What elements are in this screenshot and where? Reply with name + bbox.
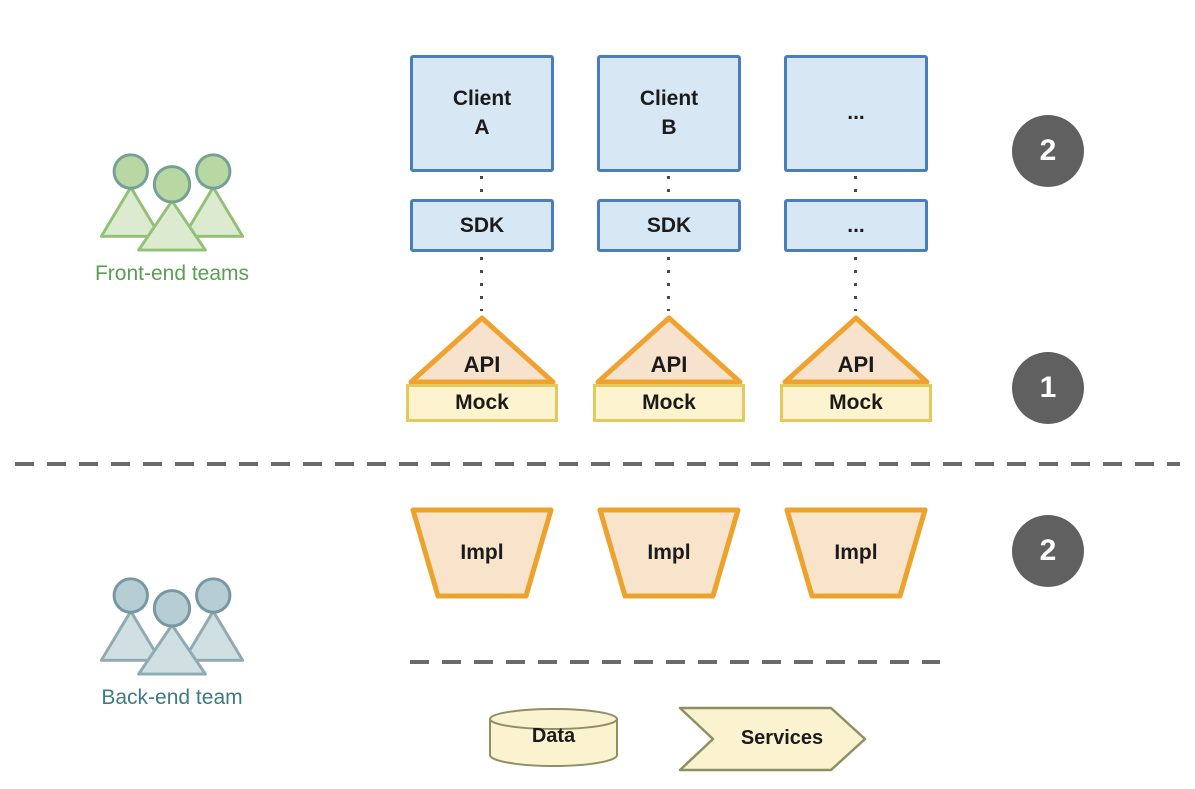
dotted-connector — [480, 176, 483, 197]
api-triangle-shape — [782, 315, 930, 385]
dotted-connector — [854, 257, 857, 311]
dotted-connector — [854, 176, 857, 197]
impl-trapezoid-shape — [597, 507, 741, 599]
api-triangle-shape — [595, 315, 743, 385]
mock-box: Mock — [593, 384, 745, 422]
client-box: Client A — [410, 55, 554, 172]
dotted-connector — [667, 176, 670, 197]
api-label: API — [650, 352, 688, 377]
api-label: API — [463, 352, 501, 377]
backend-divider-dashed-line — [410, 660, 940, 664]
mock-box: Mock — [780, 384, 932, 422]
mock-label: Mock — [642, 391, 696, 414]
mock-box: Mock — [406, 384, 558, 422]
client-box: ... — [784, 55, 928, 172]
step-number: 1 — [1039, 371, 1057, 404]
step-badge: 1 — [1012, 352, 1084, 424]
pipeline-column-b: Client B SDK API Mock Impl — [593, 0, 745, 620]
services-chevron-icon — [678, 706, 867, 772]
services-label: Services — [740, 727, 824, 749]
api-triangle-shape — [408, 315, 556, 385]
sdk-label: ... — [847, 213, 865, 237]
data-label: Data — [531, 725, 576, 747]
pipeline-column-a: Client A SDK API Mock Impl — [406, 0, 558, 620]
step-number: 2 — [1039, 134, 1057, 167]
data-store-legend: Data — [487, 705, 620, 769]
client-box: Client B — [597, 55, 741, 172]
sdk-label: SDK — [459, 213, 505, 237]
api-label: API — [837, 352, 875, 377]
database-cylinder-icon — [489, 708, 618, 767]
impl-label: Impl — [647, 541, 691, 564]
teams-divider-dashed-line — [15, 462, 1180, 466]
sdk-box: SDK — [410, 199, 554, 252]
frontend-team-group: Front-end teams — [57, 146, 287, 286]
client-label: Client B — [639, 87, 699, 139]
impl-trapezoid-shape — [410, 507, 554, 599]
client-label: ... — [847, 101, 865, 125]
sdk-box: ... — [784, 199, 928, 252]
sdk-label: SDK — [646, 213, 692, 237]
services-legend: Services — [678, 706, 868, 772]
sdk-box: SDK — [597, 199, 741, 252]
step-badge: 2 — [1012, 515, 1084, 587]
impl-label: Impl — [834, 541, 878, 564]
frontend-team-label: Front-end teams — [94, 262, 250, 285]
backend-team-label: Back-end team — [101, 686, 243, 709]
mock-label: Mock — [455, 391, 509, 414]
impl-label: Impl — [460, 541, 504, 564]
pipeline-column-more: ... ... API Mock Impl — [780, 0, 932, 620]
step-badge: 2 — [1012, 115, 1084, 187]
frontend-team-icon — [99, 153, 245, 252]
client-label: Client A — [452, 87, 512, 139]
impl-trapezoid-shape — [784, 507, 928, 599]
backend-team-group: Back-end team — [57, 570, 287, 710]
backend-team-icon — [99, 577, 245, 676]
step-number: 2 — [1039, 534, 1057, 567]
mock-label: Mock — [829, 391, 883, 414]
dotted-connector — [667, 257, 670, 311]
dotted-connector — [480, 257, 483, 311]
